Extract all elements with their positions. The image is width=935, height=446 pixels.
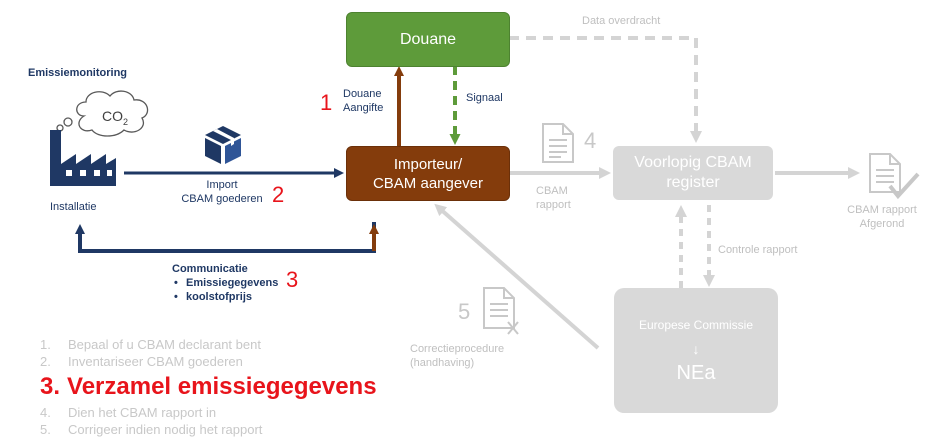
step-item-number: 1. (40, 337, 51, 352)
afgerond-line2: Afgerond (859, 218, 905, 230)
cbam-rapport-line2: rapport (536, 199, 571, 211)
data-overdracht-label: Data overdracht (582, 15, 661, 27)
step-list: 1. Bepaal of u CBAM declarant bent 2. Inve… (40, 336, 460, 438)
step-number-4: 4 (584, 128, 597, 153)
step-item-1: 1. Bepaal of u CBAM declarant bent (40, 336, 460, 353)
co2-text: CO2 (102, 108, 128, 127)
correctieprocedure-line1: Correctieprocedure (410, 343, 505, 355)
step-item-text: Bepaal of u CBAM declarant bent (68, 337, 261, 352)
emissiemonitoring-label: Emissiemonitoring (28, 67, 128, 79)
cbam-rapport-label: CBAM rapport (536, 184, 571, 212)
factory-icon (50, 130, 116, 186)
signaal-label: Signaal (466, 92, 503, 104)
arrow-data-overdracht (509, 36, 702, 143)
register-line2: register (666, 174, 720, 191)
afgerond-label: CBAM rapport Afgerond (840, 203, 924, 231)
step-item-text: Inventariseer CBAM goederen (68, 354, 243, 369)
cbam-rapport-line1: CBAM (536, 185, 568, 197)
step-item-3-active: 3.Verzamel emissiegegevens (40, 370, 460, 404)
afgerond-line1: CBAM rapport (847, 204, 917, 216)
arrow-communicatie (75, 222, 376, 253)
installatie-label: Installatie (50, 201, 97, 213)
co2-subscript: 2 (123, 116, 129, 127)
commissie-name: NEa (676, 362, 716, 384)
step-item-number: 4. (40, 405, 51, 420)
importeur-line1: Importeur/ (393, 155, 463, 173)
step-item-number: 3. (40, 373, 61, 400)
register-line1: Voorlopig CBAM (634, 154, 752, 171)
document-icon (542, 123, 574, 163)
communicatie-title: Communicatie (172, 263, 248, 275)
register-box: Voorlopig CBAM register (613, 146, 773, 200)
document-check-icon (869, 153, 920, 200)
commissie-box: Europese Commissie ↓ NEa (614, 288, 778, 413)
importeur-line2: CBAM aangever (372, 174, 484, 192)
step-item-number: 2. (40, 354, 51, 369)
step-number-5: 5 (458, 299, 471, 324)
douane-aangifte-label: Douane Aangifte (343, 87, 383, 115)
import-line2: CBAM goederen (181, 193, 263, 205)
controle-rapport-label: Controle rapport (718, 244, 798, 256)
step-item-text: Corrigeer indien nodig het rapport (68, 422, 263, 437)
step-number-2: 2 (272, 182, 285, 207)
step-item-5: 5. Corrigeer indien nodig het rapport (40, 421, 460, 438)
douane-aangifte-line2: Aangifte (343, 102, 384, 114)
import-label: Import CBAM goederen (176, 178, 268, 206)
douane-aangifte-line1: Douane (343, 88, 382, 100)
step-item-text: Verzamel emissiegegevens (67, 373, 377, 400)
co2-label: CO (102, 108, 123, 124)
communicatie-block: Communicatie Emissiegegevens koolstofpri… (172, 262, 278, 304)
package-icon (205, 126, 241, 164)
step-item-2: 2. Inventariseer CBAM goederen (40, 353, 460, 370)
step-number-1: 1 (320, 90, 333, 115)
document-cross-icon (483, 287, 519, 335)
import-line1: Import (206, 179, 238, 191)
communicatie-item: koolstofprijs (172, 290, 278, 304)
commissie-title: Europese Commissie (638, 318, 754, 332)
communicatie-list: Emissiegegevens koolstofprijs (172, 276, 278, 304)
correctieprocedure-line2: (handhaving) (410, 357, 475, 369)
douane-box: Douane (346, 12, 510, 67)
importeur-box: Importeur/ CBAM aangever (346, 146, 510, 201)
douane-label: Douane (399, 30, 457, 48)
step-item-text: Dien het CBAM rapport in (68, 405, 217, 420)
step-item-number: 5. (40, 422, 51, 437)
arrow-correctieprocedure (434, 203, 600, 350)
step-number-3: 3 (286, 267, 299, 292)
correctieprocedure-label: Correctieprocedure (handhaving) (410, 342, 504, 370)
step-item-4: 4. Dien het CBAM rapport in (40, 404, 460, 421)
communicatie-item: Emissiegegevens (172, 276, 278, 290)
commissie-down-arrow: ↓ (692, 341, 700, 357)
